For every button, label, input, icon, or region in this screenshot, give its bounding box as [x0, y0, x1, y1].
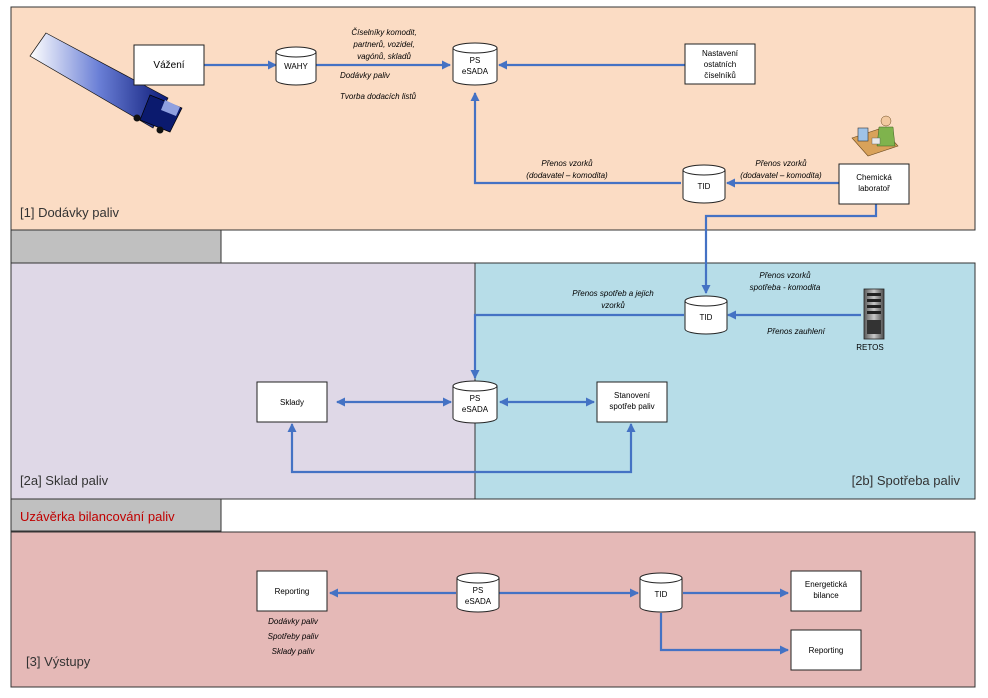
- annotation-sample-transfer-right-1: Přenos vzorků: [755, 159, 807, 168]
- box-settings-line1: Nastavení: [702, 49, 739, 58]
- annotation-sample-transfer-left-2: (dodavatel – komodita): [526, 171, 608, 180]
- connectors-storage-consumption: [287, 310, 861, 474]
- annotation-consumption-transfer-2: vzorků: [601, 301, 625, 310]
- box-consumption-line1: Stanovení: [614, 391, 651, 400]
- box-settings-line3: číselníků: [704, 71, 736, 80]
- box-weighing[interactable]: Vážení: [133, 44, 205, 86]
- db-wahy[interactable]: WAHY: [275, 46, 317, 86]
- box-settings-codebooks[interactable]: Nastavení ostatních číselníků: [684, 43, 756, 85]
- lab-technician-icon: [851, 115, 899, 157]
- annotation-report-item-1: Dodávky paliv: [268, 617, 319, 626]
- box-reporting-left[interactable]: Reporting: [256, 570, 328, 612]
- box-warehouses[interactable]: Sklady: [256, 381, 328, 423]
- db-esada-top-line1: PS: [470, 56, 481, 65]
- db-esada-top[interactable]: PS eSADA: [452, 42, 498, 86]
- box-chemical-lab[interactable]: Chemická laboratoř: [838, 163, 910, 205]
- db-wahy-label: WAHY: [284, 62, 308, 71]
- section-label-closing: Uzávěrka bilancování paliv: [20, 509, 175, 524]
- truck-icon: [29, 32, 183, 134]
- annotation-sample-consumption-2: spotřeba - komodita: [750, 283, 821, 292]
- db-tid-top-label: TID: [698, 182, 711, 191]
- db-tid-bottom[interactable]: TID: [639, 572, 683, 613]
- db-tid-bottom-label: TID: [655, 590, 668, 599]
- section-label-outputs: [3] Výstupy: [26, 654, 91, 669]
- annotation-coaling-transfer: Přenos zauhlení: [767, 327, 826, 336]
- box-warehouses-label: Sklady: [280, 398, 304, 407]
- db-tid-top[interactable]: TID: [682, 164, 726, 204]
- db-tid-mid-label: TID: [700, 313, 713, 322]
- box-reporting-right-label: Reporting: [809, 646, 844, 655]
- connectors-outputs: [329, 588, 789, 655]
- box-energy-line1: Energetická: [805, 580, 848, 589]
- annotation-report-item-3: Sklady paliv: [272, 647, 316, 656]
- box-energy-line2: bilance: [813, 591, 839, 600]
- db-esada-bottom[interactable]: PS eSADA: [456, 572, 500, 613]
- connectors-supplies: [204, 60, 878, 294]
- db-tid-mid[interactable]: TID: [684, 295, 728, 335]
- section-label-supplies: [1] Dodávky paliv: [20, 205, 119, 220]
- box-consumption-line2: spotřeb paliv: [609, 402, 654, 411]
- annotation-supplies-flow: Dodávky paliv: [340, 71, 391, 80]
- box-consumption-calc[interactable]: Stanovení spotřeb paliv: [596, 381, 668, 423]
- annotation-report-item-2: Spotřeby paliv: [268, 632, 320, 641]
- section-label-consumption: [2b] Spotřeba paliv: [852, 473, 961, 488]
- section-label-storage: [2a] Sklad paliv: [20, 473, 109, 488]
- box-weighing-label: Vážení: [153, 60, 184, 71]
- annotation-codebooks-1: Číselníky komodit,: [351, 28, 416, 37]
- box-energy-balance[interactable]: Energetická bilance: [790, 570, 862, 612]
- closing-tab: [10, 498, 222, 532]
- annotation-codebooks-2: partnerů, vozidel,: [352, 40, 414, 49]
- db-esada-mid[interactable]: PS eSADA: [452, 380, 498, 424]
- storage-panel: [10, 262, 476, 500]
- box-reporting-right[interactable]: Reporting: [790, 629, 862, 671]
- annotation-sample-transfer-left-1: Přenos vzorků: [541, 159, 593, 168]
- db-esada-bottom-line2: eSADA: [465, 597, 492, 606]
- annotation-codebooks-3: vagónů, skladů: [357, 52, 411, 61]
- annotation-consumption-transfer-1: Přenos spotřeb a jejich: [572, 289, 654, 298]
- retos-label: RETOS: [856, 343, 883, 352]
- db-esada-mid-line2: eSADA: [462, 405, 489, 414]
- closing-tab-top: [10, 229, 222, 264]
- box-lab-line1: Chemická: [856, 173, 892, 182]
- db-esada-mid-line1: PS: [470, 394, 481, 403]
- db-esada-top-line2: eSADA: [462, 67, 489, 76]
- retos-server-icon: [863, 288, 885, 340]
- annotation-sample-consumption-1: Přenos vzorků: [759, 271, 811, 280]
- box-lab-line2: laboratoř: [858, 184, 890, 193]
- db-esada-bottom-line1: PS: [473, 586, 484, 595]
- box-reporting-left-label: Reporting: [275, 587, 310, 596]
- box-settings-line2: ostatních: [704, 60, 736, 69]
- annotation-sample-transfer-right-2: (dodavatel – komodita): [740, 171, 822, 180]
- annotation-delivery-notes: Tvorba dodacích listů: [340, 92, 417, 101]
